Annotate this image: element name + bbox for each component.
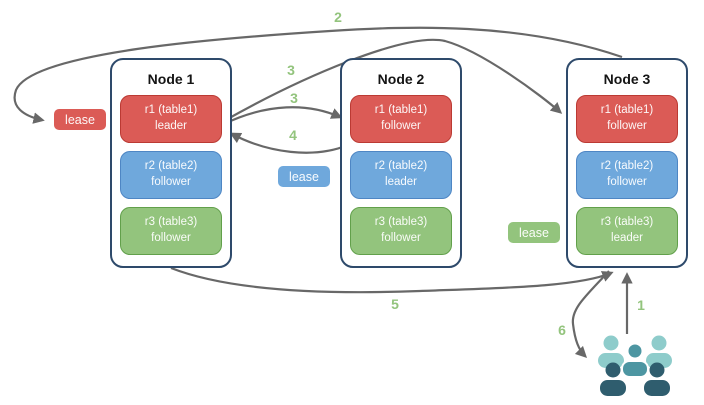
node-title: Node 2: [377, 71, 425, 87]
arrow-2-node3-to-lease: [13, 26, 623, 124]
lease-badge-table1: lease: [54, 109, 106, 130]
node-3-replica-r3: r3 (table3) leader: [576, 207, 678, 255]
node-1-replica-r2: r2 (table2) follower: [120, 151, 222, 199]
node-title: Node 3: [603, 71, 651, 87]
replica-name: r2 (table2): [144, 160, 198, 173]
replica-role: follower: [607, 176, 647, 188]
replica-role: leader: [155, 120, 187, 132]
node-3-replica-r1: r1 (table1) follower: [576, 95, 678, 143]
replica-role: follower: [151, 232, 191, 244]
node-1-replica-r3: r3 (table3) follower: [120, 207, 222, 255]
step-label-6: 6: [558, 322, 566, 338]
replica-name: r3 (table3): [144, 216, 198, 229]
node-3-replica-r2: r2 (table2) follower: [576, 151, 678, 199]
replica-role: follower: [381, 120, 421, 132]
replica-name: r3 (table3): [374, 216, 428, 229]
node-1-replica-r1: r1 (table1) leader: [120, 95, 222, 143]
arrow-4-node2-to-node1: [229, 132, 349, 154]
arrow-6-node3-to-users: [571, 270, 610, 359]
step-label-1: 1: [637, 297, 645, 313]
replica-name: r3 (table3): [600, 216, 654, 229]
lease-badge-table3: lease: [508, 222, 560, 243]
replica-name: r1 (table1): [600, 104, 654, 117]
replica-name: r1 (table1): [144, 104, 198, 117]
replica-role: leader: [385, 176, 417, 188]
replica-name: r1 (table1): [374, 104, 428, 117]
node-2: Node 2 r1 (table1) follower r2 (table2) …: [340, 58, 462, 268]
replica-role: follower: [151, 176, 191, 188]
arrow-3-node1-to-node3: [223, 38, 563, 122]
replica-name: r2 (table2): [374, 160, 428, 173]
replica-role: leader: [611, 232, 643, 244]
node-3: Node 3 r1 (table1) follower r2 (table2) …: [566, 58, 688, 268]
step-label-3b: 3: [290, 90, 298, 106]
replica-name: r2 (table2): [600, 160, 654, 173]
replica-role: follower: [607, 120, 647, 132]
lease-badge-table2: lease: [278, 166, 330, 187]
step-label-2: 2: [334, 9, 342, 25]
step-label-5: 5: [391, 296, 399, 312]
node-1: Node 1 r1 (table1) leader r2 (table2) fo…: [110, 58, 232, 268]
node-2-replica-r2: r2 (table2) leader: [350, 151, 452, 199]
replica-role: follower: [381, 232, 421, 244]
users-group-icon: [598, 335, 672, 396]
node-title: Node 1: [147, 71, 195, 87]
step-label-4: 4: [289, 127, 297, 143]
step-label-3a: 3: [287, 62, 295, 78]
arrow-3-node1-to-node2: [223, 106, 343, 125]
node-2-replica-r3: r3 (table3) follower: [350, 207, 452, 255]
arrow-5-node1-to-node3: [170, 266, 614, 294]
node-2-replica-r1: r1 (table1) follower: [350, 95, 452, 143]
